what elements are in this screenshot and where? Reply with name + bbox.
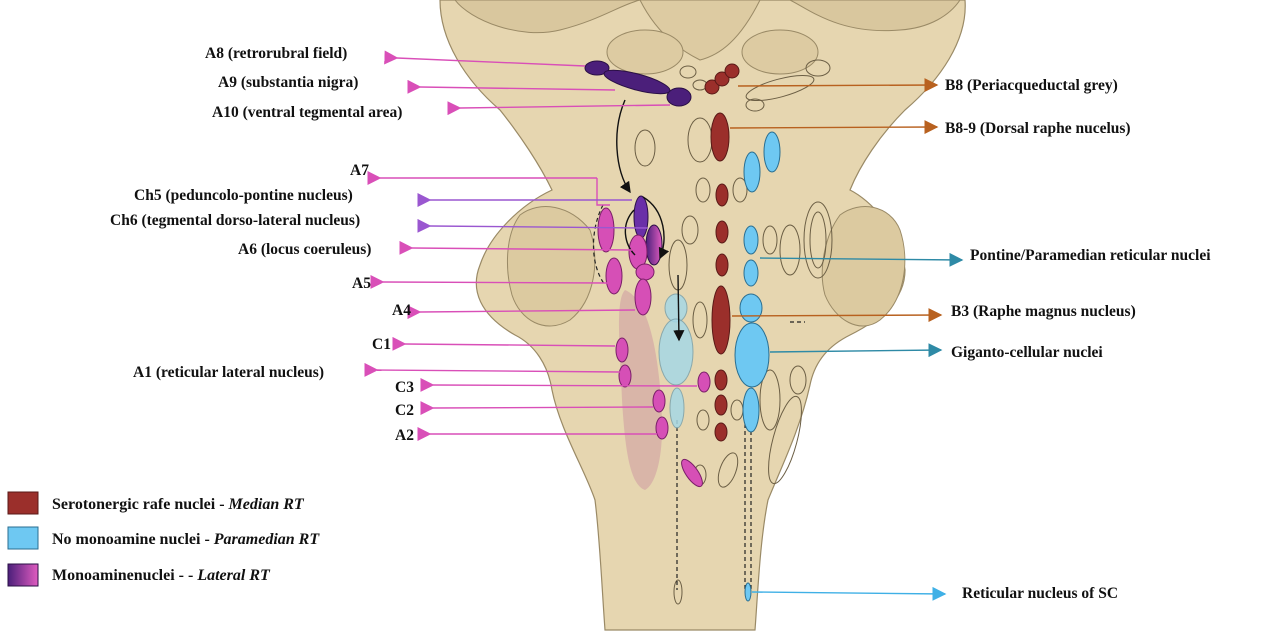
brainstem-silhouette (439, 0, 966, 631)
label-reticular-sc: Reticular nucleus of SC (962, 585, 1118, 602)
legend-item-serotonergic: Serotonergic rafe nuclei - Median RT (52, 496, 305, 513)
label-a8: A8 (retrorubral field) (205, 45, 347, 62)
label-a10: A10 (ventral tegmental area) (212, 104, 402, 121)
label-c2: C2 (395, 402, 414, 419)
label-ch6: Ch6 (tegmental dorso-lateral nucleus) (110, 212, 360, 229)
legend-swatch-monoamine (7, 563, 39, 587)
label-b8: B8 (Periacqueductal grey) (945, 77, 1118, 94)
left-labels: A8 (retrorubral field) A9 (substantia ni… (110, 45, 414, 444)
legend: Serotonergic rafe nuclei - Median RT No … (7, 491, 320, 587)
monoamine-nuclei (584, 60, 711, 488)
label-ch5: Ch5 (peduncolo-pontine nucleus) (134, 187, 353, 204)
label-c3: C3 (395, 379, 414, 396)
label-giganto: Giganto-cellular nuclei (951, 344, 1103, 361)
legend-item-monoamine: Monoaminenuclei - - Lateral RT (52, 567, 271, 584)
label-b89: B8-9 (Dorsal raphe nucelus) (945, 120, 1131, 137)
legend-item-paramedian: No monoamine nuclei - Paramedian RT (52, 531, 320, 548)
legend-swatch-paramedian (7, 526, 39, 550)
label-a7: A7 (350, 162, 369, 179)
left-leader-lines (364, 50, 698, 441)
dashed-tracts (592, 204, 805, 590)
label-b3: B3 (Raphe magnus nucleus) (951, 303, 1136, 320)
serotonergic-nuclei (704, 63, 740, 442)
label-a2: A2 (395, 427, 414, 444)
internal-tracts (616, 99, 685, 342)
label-pontine: Pontine/Paramedian reticular nuclei (970, 247, 1211, 264)
legend-swatch-serotonergic (7, 491, 39, 515)
outline-nuclei (634, 59, 833, 605)
paramedian-nuclei (658, 131, 781, 602)
label-c1: C1 (372, 336, 391, 353)
right-labels: B8 (Periacqueductal grey) B8-9 (Dorsal r… (945, 77, 1211, 602)
right-leader-lines (729, 78, 964, 601)
label-a5: A5 (352, 275, 371, 292)
label-a1: A1 (reticular lateral nucleus) (133, 364, 324, 381)
label-a6: A6 (locus coeruleus) (238, 241, 371, 258)
label-a9: A9 (substantia nigra) (218, 74, 358, 91)
label-a4: A4 (392, 302, 411, 319)
